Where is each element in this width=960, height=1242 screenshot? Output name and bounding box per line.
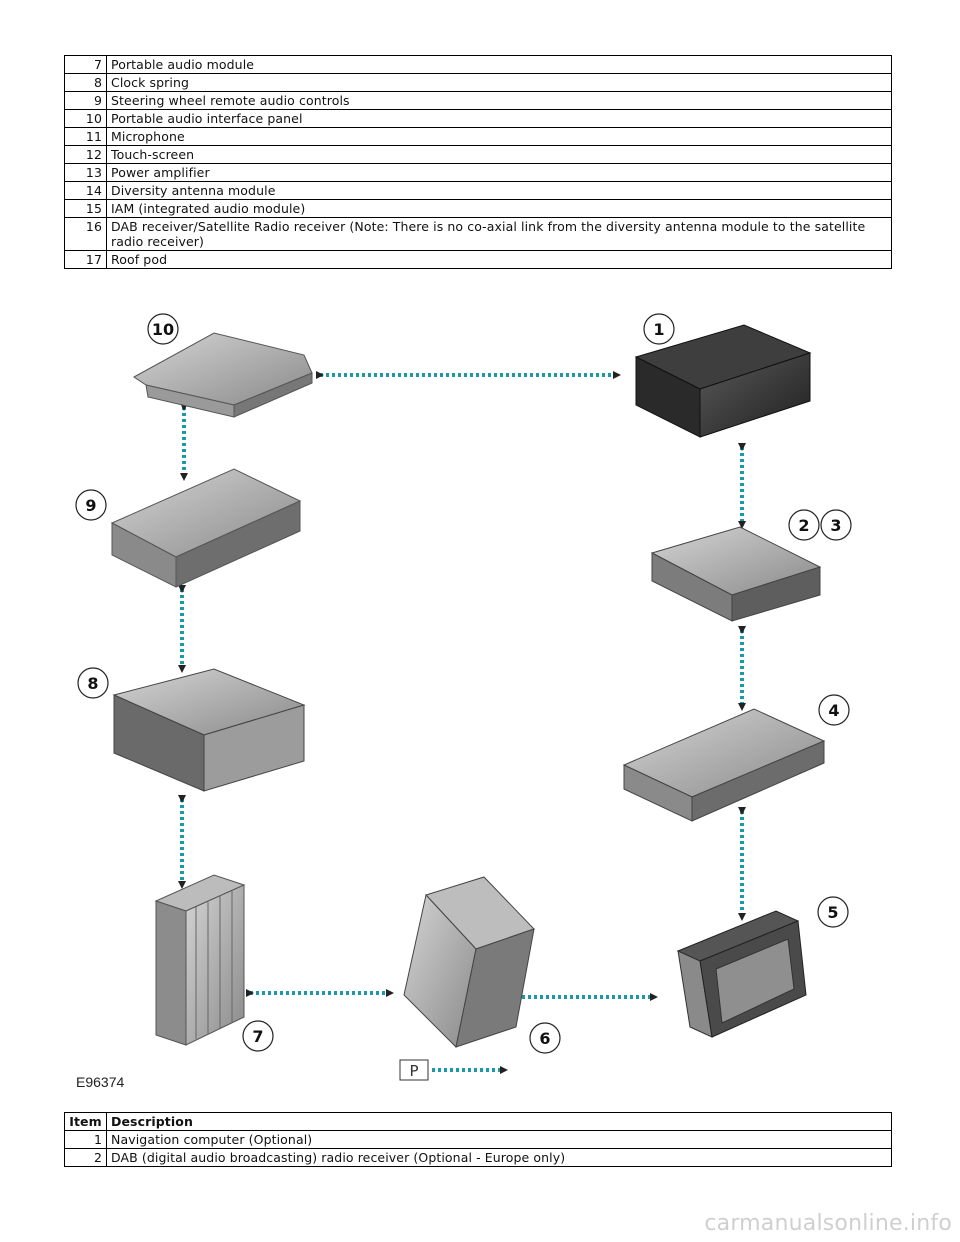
p-key-label: P — [409, 1062, 418, 1080]
component-5-image — [676, 910, 807, 1038]
item-description: Microphone — [106, 127, 892, 146]
item-number: 12 — [64, 145, 107, 164]
item-description: Power amplifier — [106, 163, 892, 182]
header-description: Description — [106, 1112, 892, 1131]
item-description: Steering wheel remote audio controls — [106, 91, 892, 110]
item-description: IAM (integrated audio module) — [106, 199, 892, 218]
item-number: 2 — [64, 1148, 107, 1167]
item-number: 8 — [64, 73, 107, 92]
callout-label: 2 — [798, 516, 809, 535]
item-description: Navigation computer (Optional) — [106, 1130, 892, 1149]
item-number: 14 — [64, 181, 107, 200]
header-item: Item — [64, 1112, 107, 1131]
callout-label: 7 — [252, 1027, 263, 1046]
item-description: Portable audio module — [106, 55, 892, 74]
callout-label: 1 — [653, 320, 664, 339]
item-number: 16 — [64, 217, 107, 251]
item-number: 10 — [64, 109, 107, 128]
item-description: Roof pod — [106, 250, 892, 269]
component-6-image — [403, 876, 535, 1049]
callout-label: 8 — [87, 674, 98, 693]
item-description: Clock spring — [106, 73, 892, 92]
item-number: 1 — [64, 1130, 107, 1149]
callout-label: 4 — [828, 701, 839, 720]
item-description: Diversity antenna module — [106, 181, 892, 200]
callout-label: 6 — [539, 1029, 550, 1048]
component-10-image — [133, 332, 313, 418]
watermark: carmanualsonline.info — [704, 1211, 952, 1236]
table-header-row: Item Description — [64, 1112, 892, 1131]
callout-label: 5 — [827, 903, 838, 922]
component-2-3-image — [650, 526, 822, 622]
audio-system-diagram: 10 1 9 2 3 8 4 7 6 5 P E96374 — [75, 313, 852, 1090]
figure-id: E96374 — [76, 1074, 124, 1090]
item-description: Portable audio interface panel — [106, 109, 892, 128]
item-description: DAB receiver/Satellite Radio receiver (N… — [106, 217, 892, 251]
item-number: 7 — [64, 55, 107, 74]
component-9-image — [110, 468, 302, 588]
item-number: 15 — [64, 199, 107, 218]
item-number: 13 — [64, 163, 107, 182]
component-8-image — [112, 668, 306, 792]
component-7-image — [154, 874, 246, 1046]
callout-label: 3 — [830, 516, 841, 535]
component-4-image — [622, 708, 826, 822]
p-key-box — [399, 1059, 429, 1081]
item-number: 11 — [64, 127, 107, 146]
callout-label: 9 — [85, 496, 96, 515]
callout-label: 10 — [152, 320, 174, 339]
component-1-image — [634, 324, 812, 438]
item-description: DAB (digital audio broadcasting) radio r… — [106, 1148, 892, 1167]
item-number: 17 — [64, 250, 107, 269]
item-description: Touch-screen — [106, 145, 892, 164]
item-number: 9 — [64, 91, 107, 110]
